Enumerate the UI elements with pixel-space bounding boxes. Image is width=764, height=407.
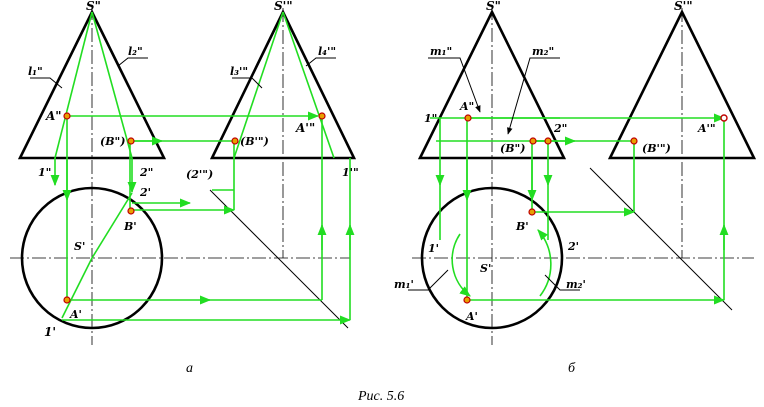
cone-front-view <box>417 9 567 160</box>
label-1-plan: 1' <box>428 242 439 255</box>
label-b-front: (B") <box>500 142 525 155</box>
cone-plan-circle <box>420 186 564 330</box>
label-s-side: S'" <box>674 0 693 13</box>
label-a-plan: A' <box>69 308 82 321</box>
generatrix-l2-front <box>91 11 133 159</box>
label-2-plan: 2' <box>139 186 151 199</box>
panel-b: S" S'" m₁" m₂" A" A'" 1" 2" (B") (B'") B… <box>394 0 757 376</box>
constant-line <box>589 167 733 311</box>
leader-m1 <box>428 57 481 113</box>
cone-side-view <box>607 9 757 160</box>
label-2-plan: 2' <box>567 240 579 253</box>
label-b-side: (B'") <box>240 135 269 148</box>
label-a-plan: A' <box>465 310 478 323</box>
label-b-plan: B' <box>123 220 137 233</box>
leader-l4 <box>305 57 336 67</box>
point-a-front <box>63 112 71 120</box>
cone-front-view <box>17 9 167 160</box>
label-s-side: S'" <box>274 0 293 13</box>
label-a-front: A" <box>459 100 474 113</box>
generatrix-plan-2 <box>91 192 133 259</box>
label-2-front: 2" <box>553 122 567 135</box>
leader-m2-plan <box>544 274 580 291</box>
leader-m1-plan <box>408 269 449 291</box>
point-a-plan <box>463 296 471 304</box>
label-m1-plan: m₁' <box>394 278 414 291</box>
cone-side-view <box>209 9 357 160</box>
point-a-side <box>720 114 728 122</box>
parallel-m1-plan <box>451 233 471 297</box>
point-a-front <box>464 114 472 122</box>
figure-caption: Рис. 5.6 <box>357 389 404 404</box>
label-s-plan: S' <box>480 262 491 275</box>
point-b-plan <box>528 208 536 216</box>
leader-l1 <box>30 77 63 89</box>
label-b-side: (B'") <box>642 142 671 155</box>
leader-m2 <box>507 57 560 135</box>
parallel-m2-plan <box>537 229 552 297</box>
label-a-side: A'" <box>295 121 315 135</box>
generatrix-plan-1 <box>61 257 93 319</box>
label-2-side: (2'") <box>186 168 213 181</box>
leader-l3 <box>232 77 263 89</box>
point-a-side <box>318 112 326 120</box>
point-a-plan <box>63 296 71 304</box>
point-b-front <box>529 137 537 145</box>
label-1-side: 1'" <box>342 166 359 179</box>
label-s-front: S" <box>486 0 501 13</box>
point-b-front <box>127 137 135 145</box>
point-b-side <box>231 137 239 145</box>
label-1-front: 1" <box>38 166 51 179</box>
panel-a: S" S'" l₁" l₂" l₃'" l₄'" A" A'" (B") (B'… <box>10 0 359 376</box>
label-2-front: 2" <box>139 166 153 179</box>
point-b-side <box>630 137 638 145</box>
label-s-front: S" <box>86 0 101 13</box>
label-m1: m₁" <box>430 45 452 58</box>
label-m2-plan: m₂' <box>566 278 586 291</box>
panel-a-tag: а <box>186 361 193 376</box>
point-2-front <box>544 137 552 145</box>
generatrix-l1-front <box>54 11 93 159</box>
label-1-front: 1" <box>424 112 437 125</box>
label-l1: l₁" <box>28 65 43 78</box>
generatrix-l4-side <box>282 11 335 159</box>
label-b-front: (B") <box>100 135 125 148</box>
label-m2: m₂" <box>532 45 554 58</box>
label-l3: l₃'" <box>230 65 248 78</box>
label-a-side: A'" <box>697 122 716 135</box>
label-a-front: A" <box>45 109 62 123</box>
point-b-plan <box>127 207 135 215</box>
label-1-plan: 1' <box>44 325 56 339</box>
label-l2: l₂" <box>128 45 143 58</box>
label-b-plan: B' <box>515 220 529 233</box>
panel-b-tag: б <box>568 361 576 376</box>
label-s-plan: S' <box>74 240 85 253</box>
leader-l2 <box>117 57 148 67</box>
label-l4: l₄'" <box>318 45 336 58</box>
cone-plan-circle <box>20 186 164 330</box>
